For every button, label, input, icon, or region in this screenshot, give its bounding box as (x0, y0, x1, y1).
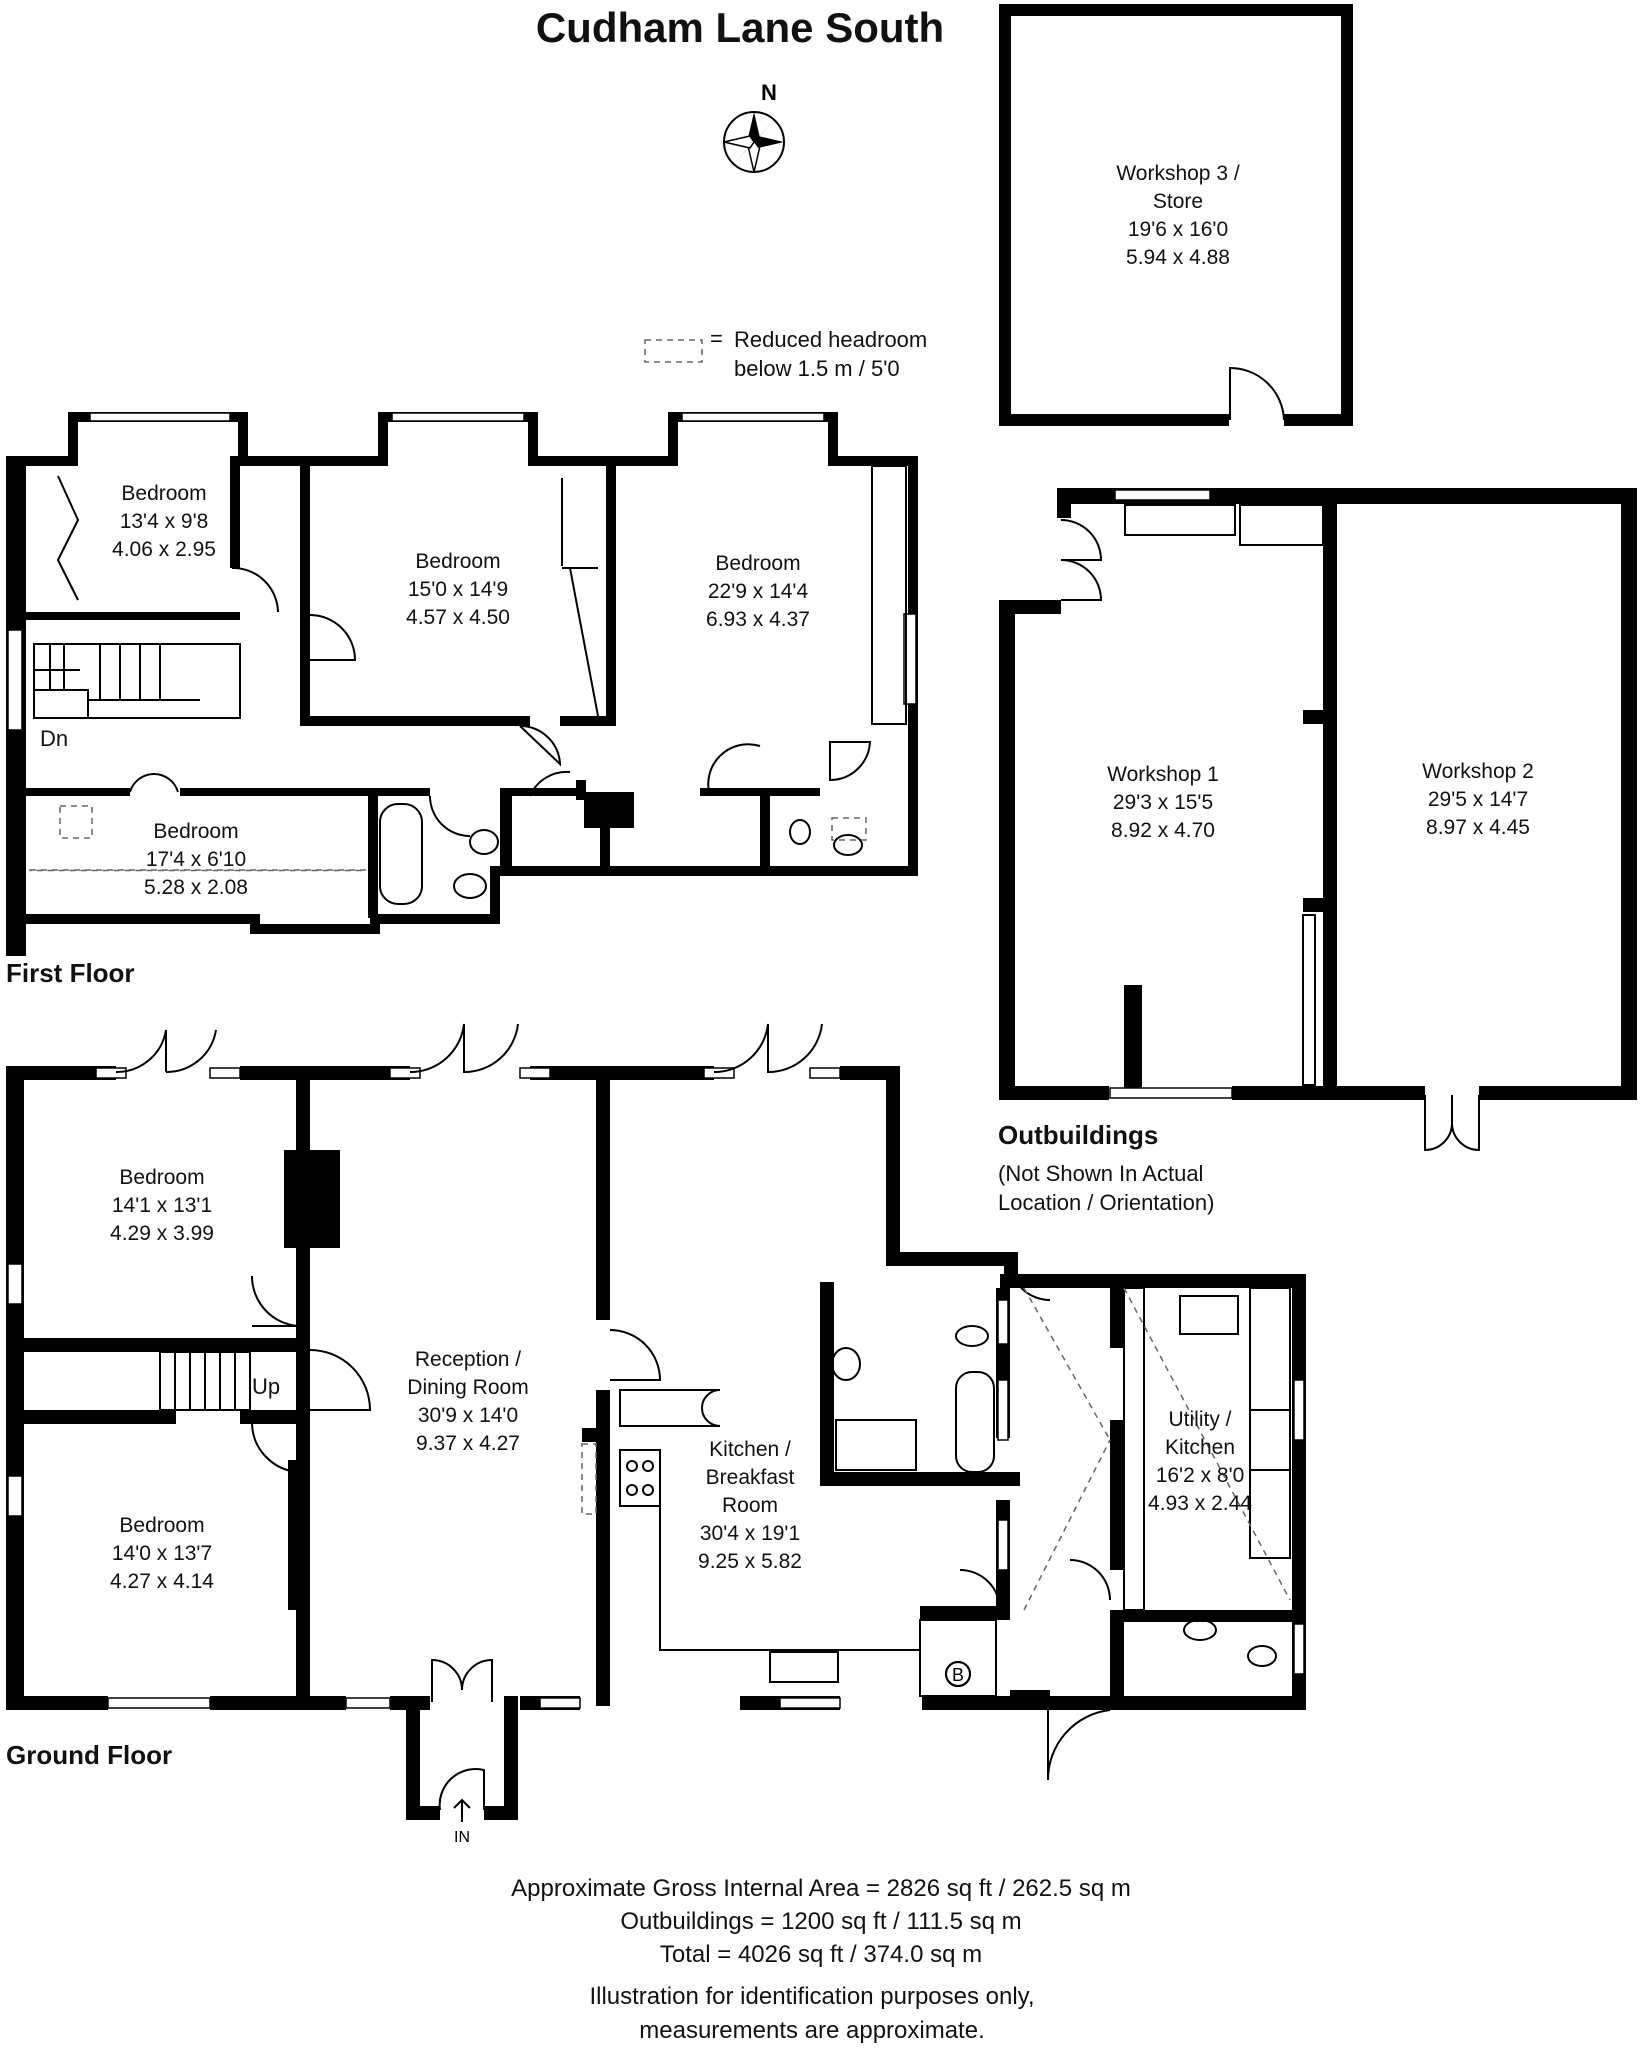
workshop-3 (999, 4, 1353, 426)
disclaimer-line-2: measurements are approximate. (639, 2017, 985, 2044)
outbuildings-label: Outbuildings (998, 1120, 1158, 1150)
svg-text:B: B (952, 1665, 964, 1685)
legend: = Reduced headroom below 1.5 m / 5'0 (644, 326, 927, 381)
first-floor-label: First Floor (6, 958, 135, 988)
svg-text:IN: IN (454, 1829, 470, 1846)
svg-text:below 1.5 m / 5'0: below 1.5 m / 5'0 (734, 356, 900, 381)
outbuildings-area: Outbuildings = 1200 sq ft / 111.5 sq m (620, 1908, 1021, 1935)
compass-icon: N (723, 80, 785, 173)
reduced-headroom-swatch (644, 339, 703, 363)
outbuildings-note-1: (Not Shown In Actual (998, 1161, 1203, 1186)
ground-floor-plan (6, 1023, 1306, 1820)
disclaimer-line-1: Illustration for identification purposes… (589, 1983, 1034, 2010)
gross-area: Approximate Gross Internal Area = 2826 s… (511, 1875, 1131, 1902)
plan-title: Cudham Lane South (536, 4, 944, 51)
boiler-icon: B (945, 1661, 971, 1687)
svg-text:Reduced headroom: Reduced headroom (734, 327, 927, 352)
total-area: Total = 4026 sq ft / 374.0 sq m (660, 1941, 982, 1968)
svg-text:=: = (710, 326, 723, 351)
ground-floor-label: Ground Floor (6, 1740, 172, 1770)
svg-text:N: N (761, 80, 777, 105)
workshops-1-2 (999, 488, 1637, 1152)
stairs-up-label: Up (252, 1374, 280, 1399)
entrance-arrow-icon: IN (453, 1798, 471, 1846)
stairs-down-label: Dn (40, 726, 68, 751)
outbuildings-note-2: Location / Orientation) (998, 1190, 1214, 1215)
first-floor-plan (6, 412, 918, 956)
